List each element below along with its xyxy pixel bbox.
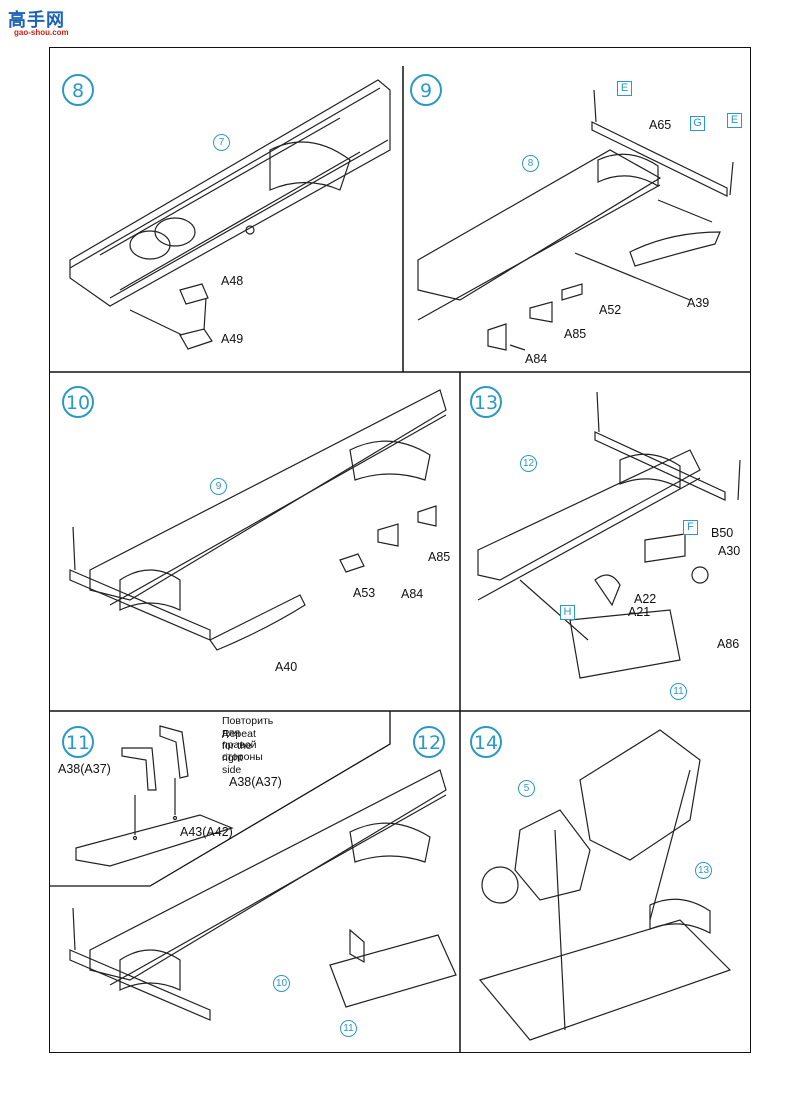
callout-g: G — [690, 116, 705, 131]
logo-title: 高手网 — [8, 10, 65, 31]
site-logo: 高手网 gao-shou.com — [8, 6, 78, 40]
part-label-a38-right: A38(A37) — [229, 775, 282, 789]
step-8-ref-7: 7 — [213, 134, 230, 151]
part-label-a53: A53 — [353, 586, 376, 600]
part-label-a21: A21 — [628, 605, 651, 619]
part-label-a38-left: A38(A37) — [58, 762, 111, 776]
step-10-badge: 10 — [62, 386, 94, 418]
part-label-a40: A40 — [275, 660, 298, 674]
callout-f: F — [683, 520, 698, 535]
part-label-a84: A84 — [401, 587, 424, 601]
step-13-ref-12: 12 — [520, 455, 537, 472]
part-label-b50: B50 — [711, 526, 734, 540]
step-11-badge: 11 — [62, 726, 94, 758]
part-label-a43: A43(A42) — [180, 825, 233, 839]
step-13-ref-11: 11 — [670, 683, 687, 700]
part-label-a48: A48 — [221, 274, 244, 288]
part-label-a49: A49 — [221, 332, 244, 346]
step-8-badge: 8 — [62, 74, 94, 106]
part-label-a30: A30 — [718, 544, 741, 558]
instruction-sheet-frame — [49, 47, 751, 1053]
note-english: Repeat for the right side — [222, 728, 256, 776]
part-label-a65: A65 — [649, 118, 672, 132]
part-label-a85: A85 — [428, 550, 451, 564]
step-12-ref-10: 10 — [273, 975, 290, 992]
note-russian: Повторить для правой стороны — [222, 715, 274, 763]
part-label-a84: A84 — [525, 352, 548, 366]
step-14-badge: 14 — [470, 726, 502, 758]
callout-e-top: E — [617, 81, 632, 96]
step-14-ref-5: 5 — [518, 780, 535, 797]
callout-e-right: E — [727, 113, 742, 128]
part-label-a22: A22 — [634, 592, 657, 606]
step-14-ref-13: 13 — [695, 862, 712, 879]
step-12-badge: 12 — [413, 726, 445, 758]
step-9-ref-8: 8 — [522, 155, 539, 172]
callout-h: H — [560, 605, 575, 620]
logo-url: gao-shou.com — [14, 28, 69, 37]
part-label-a86: A86 — [717, 637, 740, 651]
part-label-a39: A39 — [687, 296, 710, 310]
step-10-ref-9: 9 — [210, 478, 227, 495]
step-12-ref-11: 11 — [340, 1020, 357, 1037]
step-13-badge: 13 — [470, 386, 502, 418]
part-label-a85: A85 — [564, 327, 587, 341]
step-9-badge: 9 — [410, 74, 442, 106]
part-label-a52: A52 — [599, 303, 622, 317]
